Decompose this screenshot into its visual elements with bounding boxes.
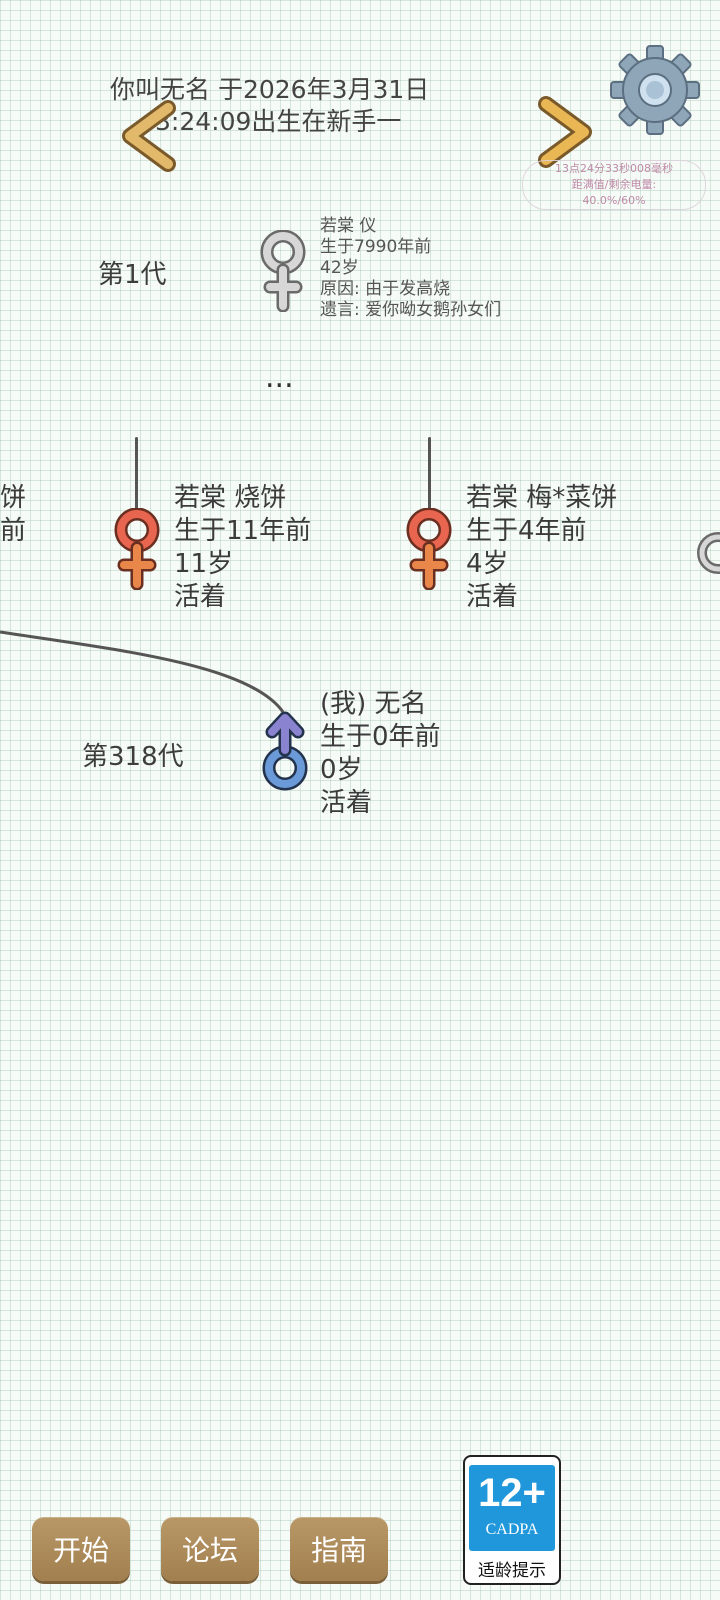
- generation-ellipsis: ...: [265, 360, 294, 395]
- birth-info-line2: 3:24:09出生在新手一: [155, 107, 402, 136]
- battery-value: 40.0%/60%: [582, 194, 646, 207]
- ancestor-born: 生于7990年前: [320, 237, 432, 257]
- sibling-born: 生于4年前: [466, 516, 587, 546]
- female-symbol-icon: [260, 230, 306, 312]
- chevron-right-icon[interactable]: [536, 96, 596, 168]
- male-symbol-icon: [262, 711, 308, 791]
- me-born: 生于0年前: [320, 722, 441, 752]
- sibling-age: 11岁: [174, 549, 234, 579]
- sibling-born: 生于11年前: [174, 516, 312, 546]
- generation-label-first: 第1代: [98, 260, 167, 290]
- connector-line: [428, 437, 431, 512]
- sibling-status: 活着: [466, 582, 519, 612]
- offscreen-symbol-icon: [697, 532, 720, 574]
- age-rating-badge: 12+ CADPA 适龄提示: [463, 1455, 561, 1585]
- forum-button[interactable]: 论坛: [161, 1517, 259, 1581]
- gear-icon[interactable]: [610, 45, 700, 135]
- generation-label-current: 第318代: [82, 742, 184, 772]
- sibling-age: 4岁: [466, 549, 509, 579]
- ancestor-age: 42岁: [320, 258, 359, 278]
- status-info: 13点24分33秒008毫秒 距满值/剩余电量: 40.0%/60%: [522, 160, 706, 210]
- sibling-status: 活着: [174, 582, 227, 612]
- female-symbol-icon: [114, 508, 160, 590]
- me-name: (我) 无名: [320, 689, 427, 719]
- start-button[interactable]: 开始: [32, 1517, 130, 1581]
- me-status: 活着: [320, 788, 373, 818]
- chevron-left-icon[interactable]: [118, 100, 178, 172]
- ancestor-will: 遗言: 爱你呦女鹅孙女们: [320, 300, 502, 320]
- connector-line: [135, 437, 138, 512]
- offscreen-sibling-text: 饼 前: [0, 482, 26, 548]
- me-age: 0岁: [320, 755, 363, 785]
- ancestor-cause: 原因: 由于发高烧: [320, 279, 451, 299]
- ancestor-name: 若棠 仪: [320, 216, 377, 236]
- age-rating-panel: 12+ CADPA: [469, 1465, 555, 1551]
- offscreen-line1: 饼: [0, 483, 27, 513]
- age-rating-org: CADPA: [485, 1521, 539, 1538]
- birth-info-line1: 你叫无名 于2026年3月31日: [110, 75, 430, 104]
- age-rating-value: 12+: [478, 1471, 546, 1515]
- parent-connector-curve: [0, 630, 285, 713]
- sibling-name: 若棠 烧饼: [174, 483, 287, 513]
- offscreen-line2: 前: [0, 516, 27, 546]
- guide-button[interactable]: 指南: [290, 1517, 388, 1581]
- age-rating-label: 适龄提示: [478, 1561, 546, 1581]
- clock-text: 13点24分33秒008毫秒: [555, 162, 673, 175]
- battery-label: 距满值/剩余电量:: [571, 178, 657, 191]
- sibling-name: 若棠 梅*菜饼: [466, 483, 618, 513]
- female-symbol-icon: [406, 508, 452, 590]
